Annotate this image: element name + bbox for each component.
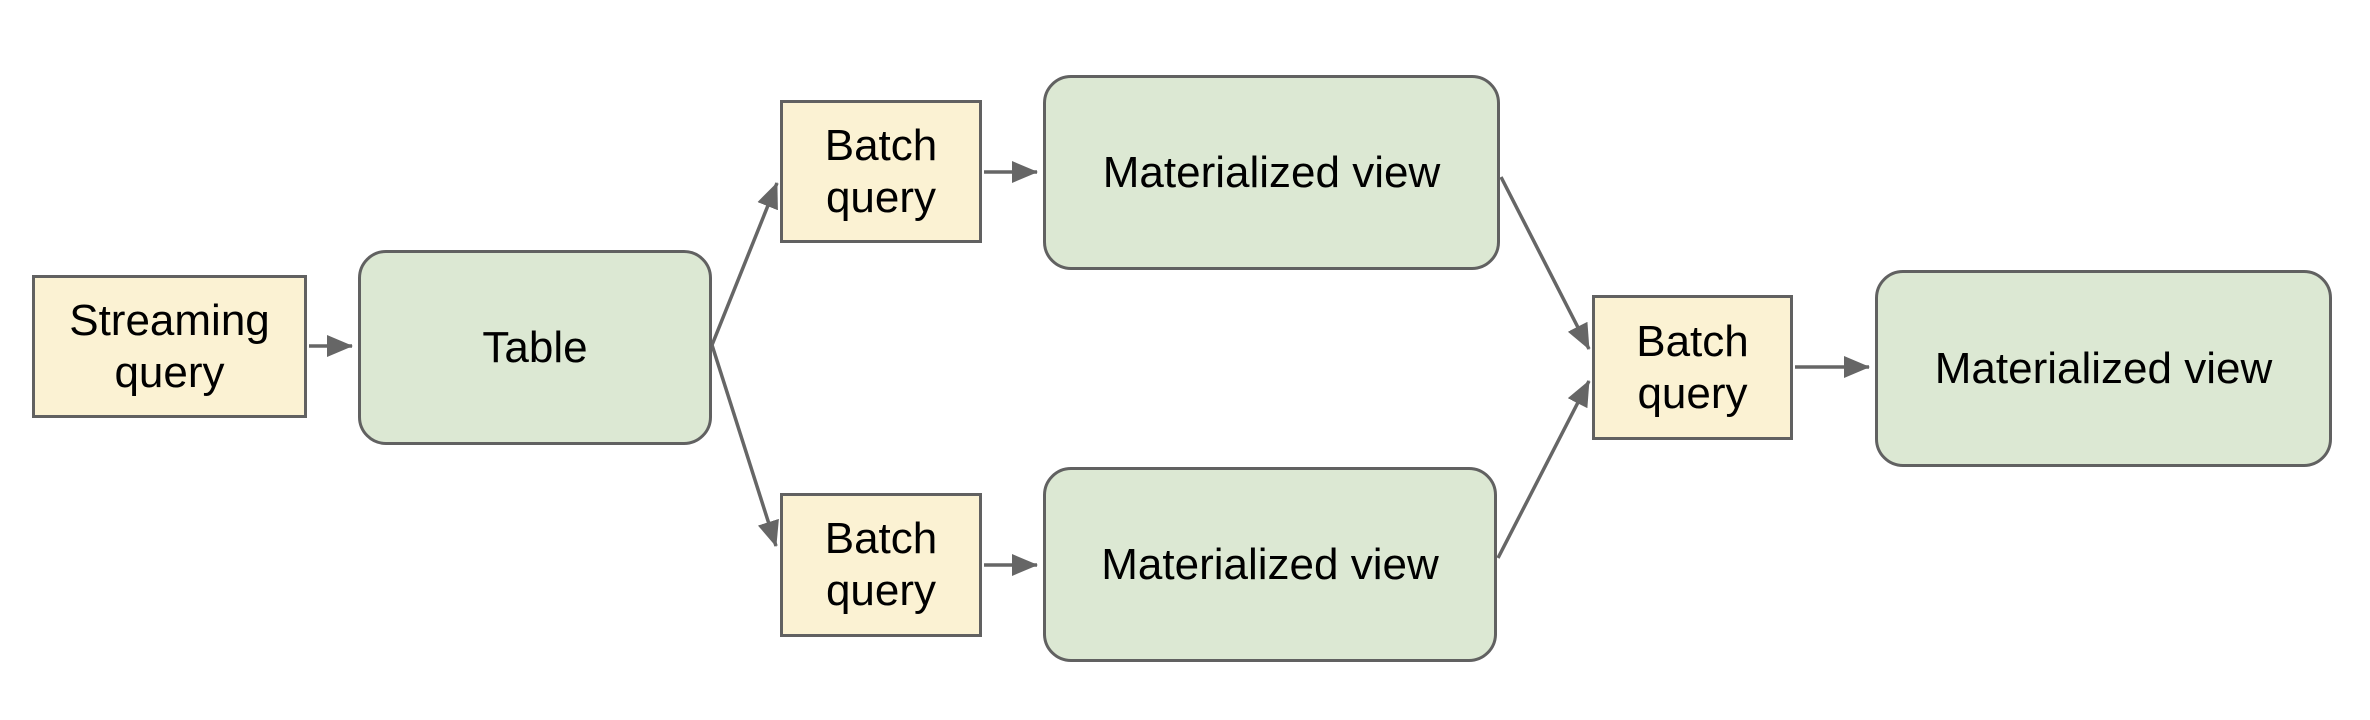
node-label: Streaming query bbox=[69, 295, 270, 397]
node-table: Table bbox=[358, 250, 712, 445]
edge-materialized-view-bottom-to-batch-query-merge bbox=[1496, 380, 1591, 559]
node-label: Materialized view bbox=[1102, 147, 1441, 197]
node-streaming-query: Streaming query bbox=[32, 275, 307, 418]
node-batch-query-merge: Batch query bbox=[1592, 295, 1793, 440]
node-materialized-view-top: Materialized view bbox=[1043, 75, 1500, 270]
edge-table-to-batch-query-top bbox=[710, 182, 779, 346]
node-label: Batch query bbox=[824, 514, 938, 615]
node-label: Materialized view bbox=[1934, 343, 2273, 393]
node-label: Batch query bbox=[1636, 316, 1749, 418]
edge-table-to-batch-query-bottom bbox=[710, 344, 779, 547]
node-materialized-view-bottom: Materialized view bbox=[1043, 467, 1497, 662]
node-batch-query-top: Batch query bbox=[780, 100, 982, 243]
node-label: Table bbox=[482, 322, 588, 372]
node-batch-query-bottom: Batch query bbox=[780, 493, 982, 637]
node-label: Materialized view bbox=[1101, 539, 1439, 589]
node-label: Batch query bbox=[824, 120, 938, 222]
edge-materialized-view-top-to-batch-query-merge bbox=[1499, 176, 1591, 350]
node-materialized-view-final: Materialized view bbox=[1875, 270, 2332, 467]
